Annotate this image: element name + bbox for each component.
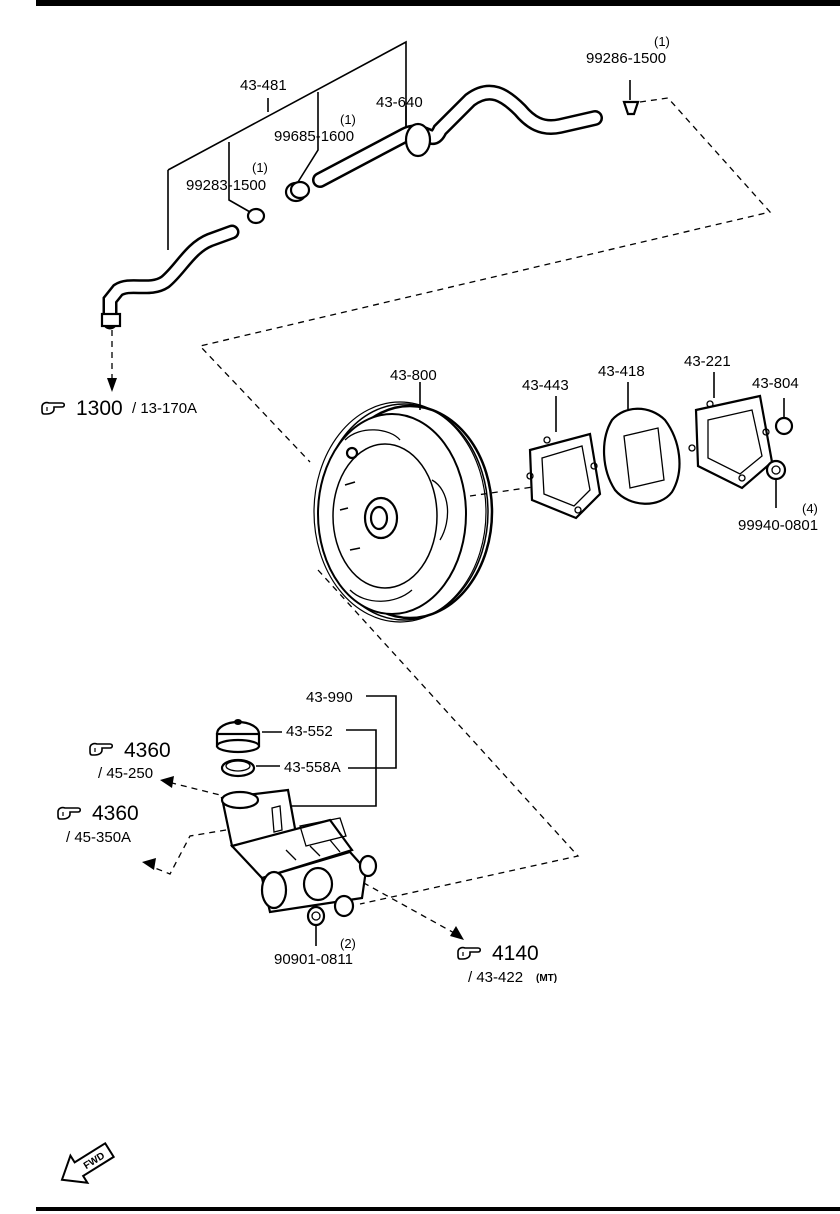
qty-99940: (4) xyxy=(802,501,818,516)
nut-90901-0811 xyxy=(306,905,326,946)
label-43-481: 43-481 xyxy=(240,77,287,94)
ref-4360a-number: 4360 xyxy=(124,739,171,762)
label-90901-0811: 90901-0811 xyxy=(274,951,353,968)
label-43-418: 43-418 xyxy=(598,363,645,380)
qty-99685: (1) xyxy=(340,112,356,127)
label-99940-0801: 99940-0801 xyxy=(738,517,818,534)
ref-4140-number: 4140 xyxy=(492,942,539,965)
qty-99283: (1) xyxy=(252,160,268,175)
ref-4360-45-350a: 4360 / 45-350A xyxy=(57,802,139,846)
pointing-hand-icon xyxy=(57,806,82,820)
fwd-arrow-icon: FWD xyxy=(60,1141,116,1184)
label-43-990: 43-990 xyxy=(306,689,353,706)
label-43-552: 43-552 xyxy=(286,723,333,740)
vacuum-hose-group xyxy=(100,40,772,463)
ref-4140-43-422: 4140 / 43-422 (MT) xyxy=(457,942,557,986)
ref-4140-note: (MT) xyxy=(536,973,557,984)
qty-90901: (2) xyxy=(340,936,356,951)
bottom-border-bar xyxy=(36,1207,840,1211)
label-99283-1500: 99283-1500 xyxy=(186,177,266,194)
top-border-bar xyxy=(36,0,840,6)
pointing-hand-icon xyxy=(457,946,482,960)
ref-4360a-sub: / 45-250 xyxy=(98,765,153,782)
label-43-804: 43-804 xyxy=(752,375,799,392)
label-43-640: 43-640 xyxy=(376,94,423,111)
qty-99286: (1) xyxy=(654,34,670,49)
gasket-43-418 xyxy=(602,407,681,505)
gasket-43-443 xyxy=(526,432,602,520)
brake-booster xyxy=(313,401,541,623)
master-cylinder xyxy=(215,719,378,918)
ref-1300-number: 1300 xyxy=(76,397,123,420)
label-43-800: 43-800 xyxy=(390,367,437,384)
pointing-hand-icon xyxy=(41,401,66,415)
nut-43-804 xyxy=(774,398,794,436)
label-43-443: 43-443 xyxy=(522,377,569,394)
label-43-221: 43-221 xyxy=(684,353,731,370)
ref-1300-sub: / 13-170A xyxy=(132,400,197,417)
label-43-558A: 43-558A xyxy=(284,759,341,776)
gasket-43-221 xyxy=(688,394,774,490)
ref-4360-45-250: 4360 / 45-250 xyxy=(89,739,171,782)
ref-1300: 1300 / 13-170A xyxy=(41,397,197,420)
ref-4360b-number: 4360 xyxy=(92,802,139,825)
ref-4360b-sub: / 45-350A xyxy=(66,829,131,846)
label-99286-1500: 99286-1500 xyxy=(586,50,666,67)
nut-99940-0801 xyxy=(765,459,787,508)
label-99685-1600: 99685-1600 xyxy=(274,128,354,145)
pointing-hand-icon xyxy=(89,742,114,756)
ref-4140-sub: / 43-422 xyxy=(468,969,523,986)
